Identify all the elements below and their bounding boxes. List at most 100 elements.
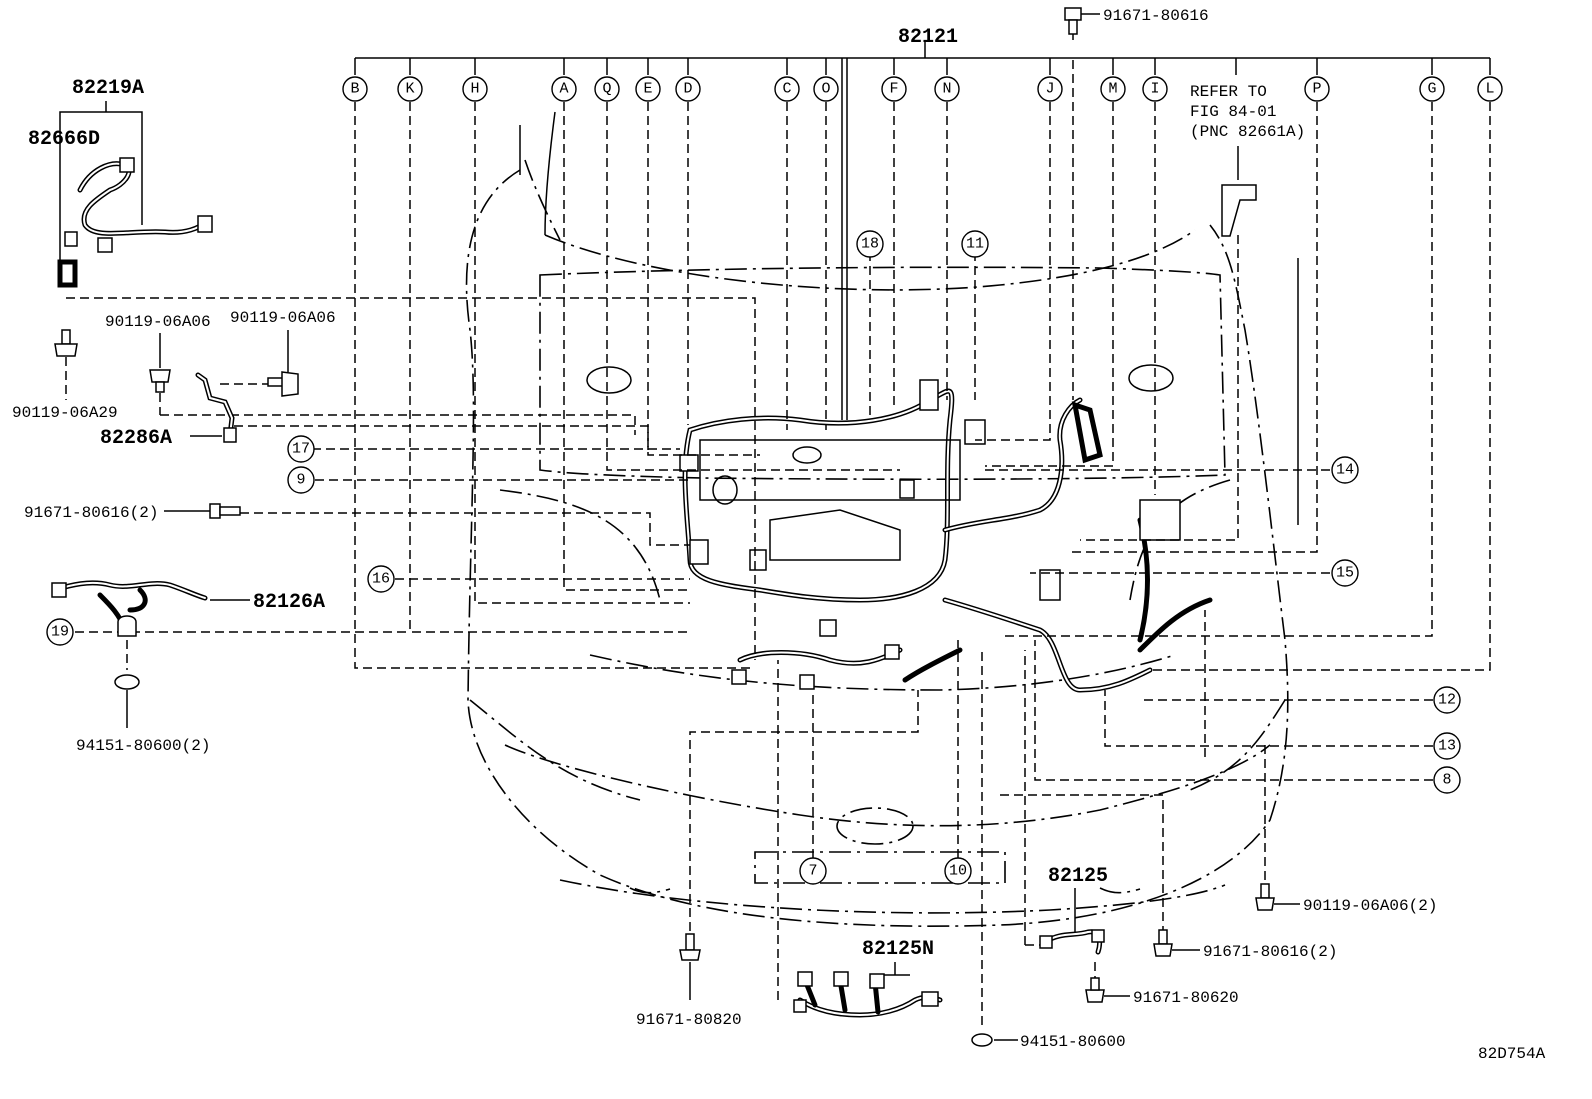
connector-n: N — [934, 76, 960, 102]
figure-code: 82D754A — [1478, 1045, 1546, 1063]
svg-text:Q: Q — [602, 81, 611, 98]
svg-text:91671-80620: 91671-80620 — [1133, 989, 1239, 1007]
clip-94151-80600: 94151-80600 — [971, 1033, 1126, 1051]
svg-text:9: 9 — [296, 472, 305, 489]
bolt-90119-06a06-b: 90119-06A06 — [230, 309, 336, 397]
bolt-90119-06a06-a: 90119-06A06 — [105, 313, 211, 393]
clip-94151-80600-2: 94151-80600(2) — [76, 615, 210, 755]
svg-text:10: 10 — [949, 863, 967, 880]
bracket-82661a — [1221, 184, 1299, 525]
part-82125n: 82125N — [793, 938, 943, 1018]
svg-text:F: F — [889, 81, 898, 98]
connector-a: A — [551, 76, 577, 102]
callout-11: 11 — [961, 230, 989, 258]
callout-9: 9 — [287, 466, 315, 494]
callout-16: 16 — [367, 565, 395, 593]
engine-harness — [679, 379, 1213, 693]
callout-numbers: 7 8 9 10 11 12 13 14 15 16 17 18 19 — [46, 230, 1461, 885]
bolt-91671-80616-2-bottom: 91671-80616(2) — [1153, 929, 1337, 961]
svg-text:82126A: 82126A — [253, 591, 325, 614]
svg-text:91671-80616(2): 91671-80616(2) — [1203, 943, 1337, 961]
svg-text:94151-80600(2): 94151-80600(2) — [76, 737, 210, 755]
svg-text:82125: 82125 — [1048, 865, 1108, 888]
svg-text:C: C — [782, 81, 791, 98]
bolt-91671-80616-top: 91671-80616 — [1064, 7, 1209, 35]
callout-17: 17 — [287, 435, 315, 463]
svg-text:8: 8 — [1442, 772, 1451, 789]
bolt-91671-80616-2-left: 91671-80616(2) — [24, 503, 241, 522]
svg-text:REFER TO: REFER TO — [1190, 83, 1267, 101]
connector-b: B — [342, 76, 368, 102]
svg-text:I: I — [1150, 81, 1159, 98]
callout-10: 10 — [944, 857, 972, 885]
svg-text:82286A: 82286A — [100, 427, 172, 450]
connector-m: M — [1100, 76, 1126, 102]
svg-text:O: O — [821, 81, 830, 98]
bolt-91671-80820: 91671-80820 — [636, 933, 742, 1029]
svg-text:90119-06A06: 90119-06A06 — [105, 313, 211, 331]
svg-text:19: 19 — [51, 624, 69, 641]
svg-text:J: J — [1045, 81, 1054, 98]
svg-text:90119-06A06(2): 90119-06A06(2) — [1303, 897, 1437, 915]
callout-13: 13 — [1433, 732, 1461, 760]
svg-text:16: 16 — [372, 571, 390, 588]
svg-text:E: E — [643, 81, 652, 98]
connector-i: I — [1142, 76, 1168, 102]
svg-text:G: G — [1427, 81, 1436, 98]
svg-text:K: K — [405, 81, 414, 98]
svg-text:90119-06A06: 90119-06A06 — [230, 309, 336, 327]
callout-19: 19 — [46, 618, 74, 646]
svg-text:7: 7 — [808, 863, 817, 880]
svg-text:18: 18 — [861, 236, 879, 253]
callout-14: 14 — [1331, 456, 1359, 484]
svg-text:FIG 84-01: FIG 84-01 — [1190, 103, 1276, 121]
connector-c: C — [774, 76, 800, 102]
svg-text:15: 15 — [1336, 565, 1354, 582]
bolt-left-label: 90119-06A29 — [12, 404, 118, 422]
svg-text:D: D — [683, 81, 692, 98]
svg-text:11: 11 — [966, 236, 984, 253]
svg-text:A: A — [559, 81, 568, 98]
callout-12: 12 — [1433, 686, 1461, 714]
svg-text:91671-80616: 91671-80616 — [1103, 7, 1209, 25]
part-82219a-label: 82219A — [72, 77, 144, 100]
part-82126a: 82126A — [51, 580, 325, 633]
main-part-bracket: 82121 — [354, 26, 1491, 420]
callout-15: 15 — [1331, 559, 1359, 587]
connector-q: Q — [594, 76, 620, 102]
svg-text:(PNC 82661A): (PNC 82661A) — [1190, 123, 1305, 141]
part-82125: 82125 — [1039, 865, 1108, 955]
connector-f: F — [881, 76, 907, 102]
connector-p: P — [1304, 76, 1330, 102]
callout-8: 8 — [1433, 766, 1461, 794]
connector-d: D — [675, 76, 701, 102]
svg-text:13: 13 — [1438, 738, 1456, 755]
connector-letters: B K H A Q E D C O F N J M I P G L — [342, 76, 1503, 102]
part-82666d-label: 82666D — [28, 128, 100, 151]
bolt-91671-80620: 91671-80620 — [1085, 977, 1239, 1007]
callout-7: 7 — [799, 857, 827, 885]
part-82219a-group: 82219A 82666D — [28, 77, 213, 288]
main-part-number: 82121 — [898, 26, 958, 49]
svg-text:17: 17 — [292, 441, 310, 458]
svg-text:91671-80820: 91671-80820 — [636, 1011, 742, 1029]
callout-18: 18 — [856, 230, 884, 258]
bolt-90119-06a29: 90119-06A29 — [12, 329, 118, 422]
svg-text:B: B — [350, 81, 359, 98]
svg-text:12: 12 — [1438, 692, 1456, 709]
connector-l: L — [1477, 76, 1503, 102]
connector-k: K — [397, 76, 423, 102]
svg-text:91671-80616(2): 91671-80616(2) — [24, 504, 158, 522]
connector-j: J — [1037, 76, 1063, 102]
svg-text:M: M — [1108, 81, 1117, 98]
svg-text:P: P — [1312, 81, 1321, 98]
leader-lines — [66, 20, 1491, 1025]
connector-o: O — [813, 76, 839, 102]
svg-text:L: L — [1485, 81, 1494, 98]
svg-text:94151-80600: 94151-80600 — [1020, 1033, 1126, 1051]
connector-e: E — [635, 76, 661, 102]
svg-text:82125N: 82125N — [862, 938, 934, 961]
part-82286a: 82286A — [100, 372, 237, 450]
bolt-90119-06a06-2: 90119-06A06(2) — [1255, 883, 1437, 915]
